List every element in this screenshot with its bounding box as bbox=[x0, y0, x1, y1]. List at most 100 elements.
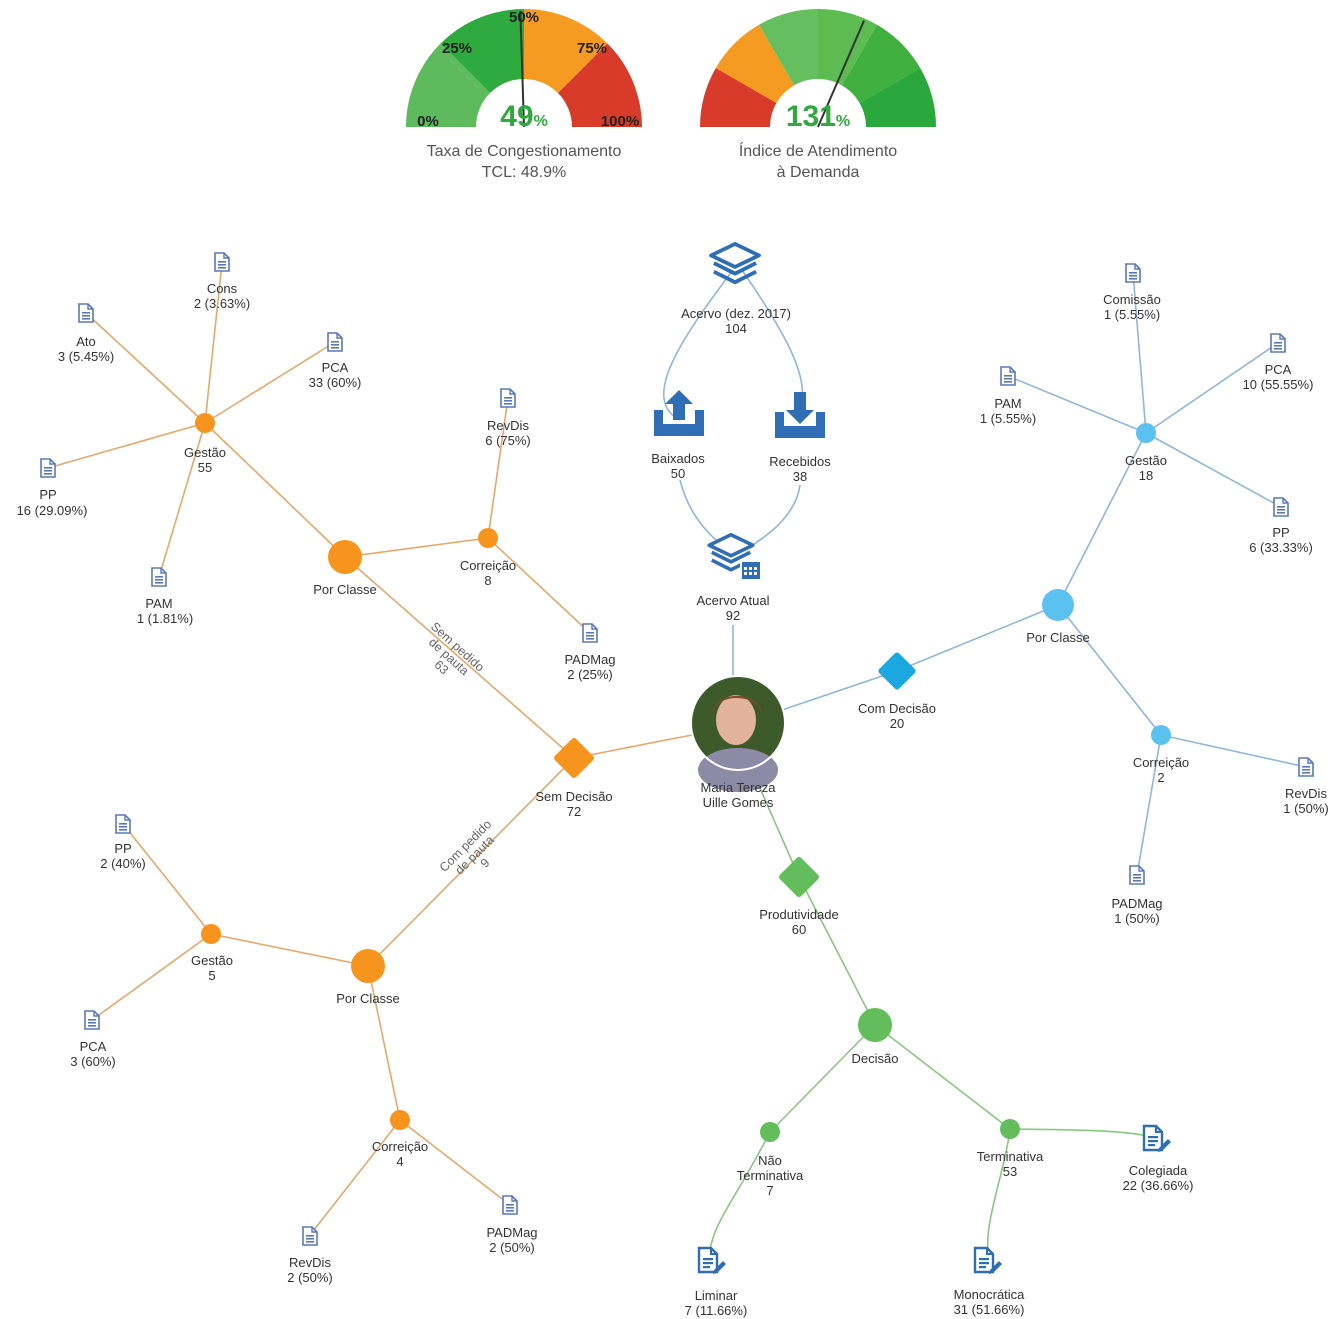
doc-pp-right[interactable]: PP 6 (33.33%) bbox=[1249, 497, 1313, 555]
center-person-node[interactable]: Maria Tereza Uille Gomes bbox=[690, 675, 786, 810]
edge-acervo-baixados bbox=[662, 269, 734, 421]
doc-revdis-top[interactable]: RevDis 6 (75%) bbox=[485, 388, 531, 448]
edge-gestao-pp bbox=[47, 422, 206, 469]
correicao-right-label: Correição bbox=[1133, 755, 1189, 770]
document-icon bbox=[1129, 865, 1145, 885]
gestao-right-node[interactable]: Gestão 18 bbox=[1125, 423, 1167, 483]
doc-padmag-right[interactable]: PADMag 1 (50%) bbox=[1111, 865, 1163, 926]
acervo-atual-value: 92 bbox=[726, 608, 740, 623]
acervo-dez-value: 104 bbox=[725, 321, 747, 336]
doc-padmag-bottom[interactable]: PADMag 2 (50%) bbox=[486, 1195, 538, 1255]
por-classe-bottom-node[interactable]: Por Classe bbox=[336, 949, 400, 1006]
edge-decisao-naoterminativa bbox=[769, 1024, 876, 1133]
doc-pca-bottom[interactable]: PCA 3 (60%) bbox=[70, 1010, 116, 1069]
colegiada-node[interactable]: Colegiada 22 (36.66%) bbox=[1123, 1124, 1194, 1193]
document-icon bbox=[500, 388, 516, 408]
baixados-node[interactable]: Baixados 50 bbox=[651, 390, 705, 481]
edge-gestao-pam bbox=[158, 422, 206, 578]
sem-decisao-label: Sem Decisão bbox=[535, 789, 612, 804]
por-classe-right-node[interactable]: Por Classe bbox=[1026, 589, 1090, 645]
monocratica-node[interactable]: Monocrática 31 (51.66%) bbox=[954, 1246, 1026, 1317]
correicao-bottom-value: 4 bbox=[396, 1154, 403, 1169]
doc-label: PADMag bbox=[486, 1225, 537, 1240]
doc-label: PADMag bbox=[564, 652, 615, 667]
terminativa-circle bbox=[1000, 1119, 1020, 1139]
edge-porclasse-gestao-right bbox=[1057, 432, 1147, 606]
por-classe-bottom-circle bbox=[351, 949, 385, 983]
decisao-node[interactable]: Decisão bbox=[852, 1008, 899, 1066]
doc-revdis-bottom[interactable]: RevDis 2 (50%) bbox=[287, 1226, 333, 1285]
gauge-tick-50: 50% bbox=[509, 9, 539, 26]
por-classe-top-node[interactable]: Por Classe bbox=[313, 540, 377, 597]
edge-acervo-recebidos bbox=[741, 269, 804, 411]
doc-label: PP bbox=[39, 487, 56, 502]
edge-gestao-pam-right bbox=[1007, 375, 1147, 434]
baixados-value: 50 bbox=[671, 466, 685, 481]
baixados-label: Baixados bbox=[651, 451, 705, 466]
edge-semdecisao-porclasse-top bbox=[344, 556, 575, 759]
edge-porclasse-correicao-right bbox=[1057, 604, 1162, 736]
doc-label: RevDis bbox=[289, 1255, 331, 1270]
doc-ato[interactable]: Ato 3 (5.45%) bbox=[58, 303, 114, 364]
doc-label: PP bbox=[114, 841, 131, 856]
terminativa-label: Terminativa bbox=[977, 1149, 1044, 1164]
doc-pam-right[interactable]: PAM 1 (5.55%) bbox=[980, 366, 1036, 426]
edge-gestao-pp-right bbox=[1145, 432, 1282, 508]
liminar-node[interactable]: Liminar 7 (11.66%) bbox=[685, 1246, 748, 1318]
edge-gestao-comissao bbox=[1132, 272, 1147, 434]
document-icon bbox=[302, 1226, 318, 1246]
document-pen-icon bbox=[1142, 1124, 1172, 1152]
document-icon bbox=[84, 1010, 100, 1030]
doc-label: PADMag bbox=[1111, 896, 1162, 911]
gauge-congestionamento: 0% 25% 50% 75% 100% 49% Taxa de Congesti… bbox=[406, 9, 642, 181]
nao-terminativa-node[interactable]: Não Terminativa 7 bbox=[737, 1122, 804, 1198]
document-icon bbox=[151, 567, 167, 587]
doc-label: Cons bbox=[207, 281, 238, 296]
document-icon bbox=[1125, 263, 1141, 283]
edge-gestao-cons bbox=[204, 262, 223, 424]
acervo-dez-node[interactable]: Acervo (dez. 2017) 104 bbox=[681, 242, 791, 336]
doc-label: RevDis bbox=[487, 418, 529, 433]
doc-value: 3 (5.45%) bbox=[58, 349, 114, 364]
edge-porclasse-gestao-bottom bbox=[210, 933, 369, 967]
edge-gestao-pca bbox=[204, 341, 336, 424]
por-classe-top-label: Por Classe bbox=[313, 582, 377, 597]
gestao-bottom-label: Gestão bbox=[191, 953, 233, 968]
produtividade-node[interactable]: Produtividade 60 bbox=[759, 856, 839, 937]
edge-terminativa-monocratica bbox=[986, 1128, 1011, 1251]
doc-pca-right[interactable]: PCA 10 (55.55%) bbox=[1243, 333, 1314, 392]
doc-pp[interactable]: PP 16 (29.09%) bbox=[17, 458, 88, 518]
correicao-bottom-node[interactable]: Correição 4 bbox=[372, 1110, 428, 1169]
acervo-atual-node[interactable]: Acervo Atual 92 bbox=[697, 533, 770, 623]
doc-comissao[interactable]: Comissão 1 (5.55%) bbox=[1103, 263, 1161, 322]
gauge-congestionamento-needle bbox=[519, 11, 525, 128]
por-classe-top-circle bbox=[328, 540, 362, 574]
nao-terminativa-line2: Terminativa bbox=[737, 1168, 804, 1183]
doc-pca[interactable]: PCA 33 (60%) bbox=[309, 332, 362, 390]
document-icon bbox=[40, 458, 56, 478]
edge-terminativa-colegiada bbox=[1009, 1128, 1156, 1139]
produtividade-diamond bbox=[779, 857, 819, 897]
doc-pam[interactable]: PAM 1 (1.81%) bbox=[137, 567, 193, 626]
correicao-top-node[interactable]: Correição 8 bbox=[460, 528, 516, 588]
doc-label: Ato bbox=[76, 334, 96, 349]
com-decisao-value: 20 bbox=[890, 716, 904, 731]
gestao-top-value: 55 bbox=[198, 460, 212, 475]
doc-revdis-right[interactable]: RevDis 1 (50%) bbox=[1283, 757, 1329, 816]
document-pen-icon bbox=[697, 1246, 727, 1274]
gestao-top-node[interactable]: Gestão 55 bbox=[184, 413, 226, 475]
terminativa-node[interactable]: Terminativa 53 bbox=[977, 1119, 1044, 1179]
correicao-right-value: 2 bbox=[1157, 770, 1164, 785]
sem-decisao-node[interactable]: Sem Decisão 72 bbox=[535, 737, 613, 819]
doc-pp-bottom[interactable]: PP 2 (40%) bbox=[100, 814, 146, 871]
correicao-right-node[interactable]: Correição 2 bbox=[1133, 725, 1189, 785]
edge-produtividade-decisao bbox=[798, 876, 876, 1026]
doc-cons[interactable]: Cons 2 (3.63%) bbox=[194, 252, 250, 311]
doc-value: 1 (5.55%) bbox=[980, 411, 1036, 426]
doc-padmag-top[interactable]: PADMag 2 (25%) bbox=[564, 623, 616, 682]
colegiada-value: 22 (36.66%) bbox=[1123, 1178, 1194, 1193]
gestao-bottom-node[interactable]: Gestão 5 bbox=[191, 924, 233, 983]
com-decisao-node[interactable]: Com Decisão 20 bbox=[858, 651, 936, 731]
recebidos-node[interactable]: Recebidos 38 bbox=[769, 392, 831, 484]
com-decisao-diamond bbox=[878, 652, 916, 690]
